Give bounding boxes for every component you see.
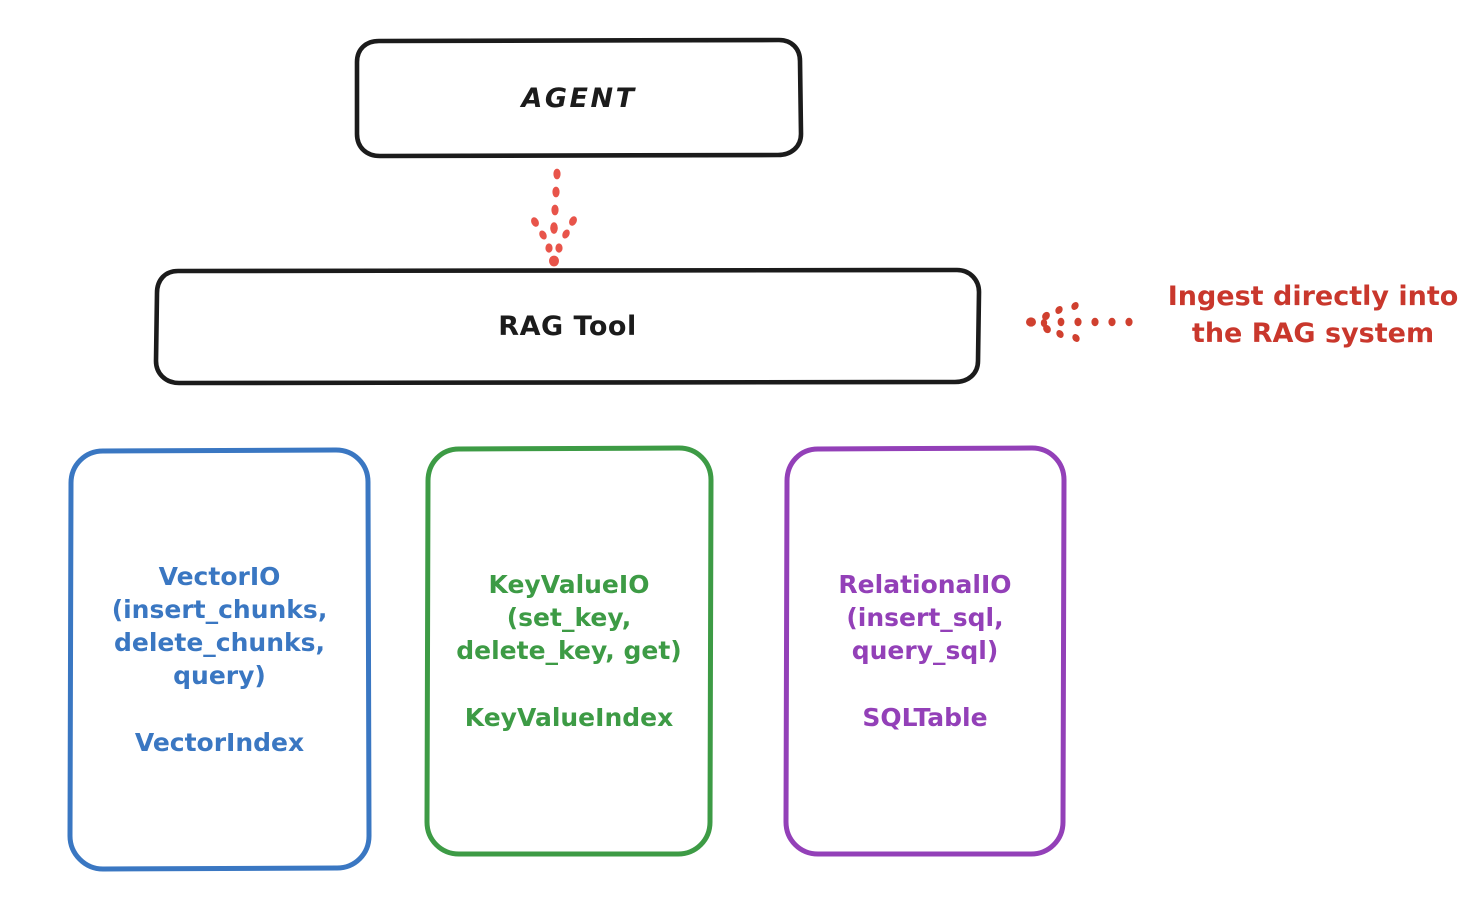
node-relational-io-index-label: SQLTable	[862, 703, 988, 732]
ingest-arrow	[1026, 302, 1133, 342]
agent-to-rag-arrow	[531, 168, 577, 267]
node-rag-tool[interactable]: RAG Tool	[156, 270, 979, 383]
node-relational-io[interactable]: RelationalIO (insert_sql, query_sql) SQL…	[786, 448, 1064, 854]
node-rag-tool-label: RAG Tool	[498, 311, 637, 342]
ingest-annotation-text: Ingest directly into the RAG system	[1167, 281, 1459, 350]
node-vector-io[interactable]: VectorIO (insert_chunks, delete_chunks, …	[70, 450, 369, 869]
node-key-value-io[interactable]: KeyValueIO (set_key, delete_key, get) Ke…	[427, 448, 711, 854]
node-relational-io-api-label: RelationalIO (insert_sql, query_sql)	[838, 570, 1012, 665]
agent-box-outline	[354, 37, 804, 159]
vector-io-box-outline	[67, 447, 372, 872]
node-vector-io-index-label: VectorIndex	[134, 728, 305, 757]
node-key-value-io-index-label: KeyValueIndex	[464, 703, 674, 732]
key-value-io-box-outline	[424, 445, 714, 857]
node-agent[interactable]: AGENT	[357, 40, 801, 156]
node-agent-label: AGENT	[521, 82, 637, 114]
rag-tool-box-outline	[153, 267, 982, 386]
node-vector-io-api-label: VectorIO (insert_chunks, delete_chunks, …	[111, 562, 328, 690]
relational-io-box-outline	[783, 445, 1067, 857]
node-key-value-io-api-label: KeyValueIO (set_key, delete_key, get)	[456, 570, 682, 665]
